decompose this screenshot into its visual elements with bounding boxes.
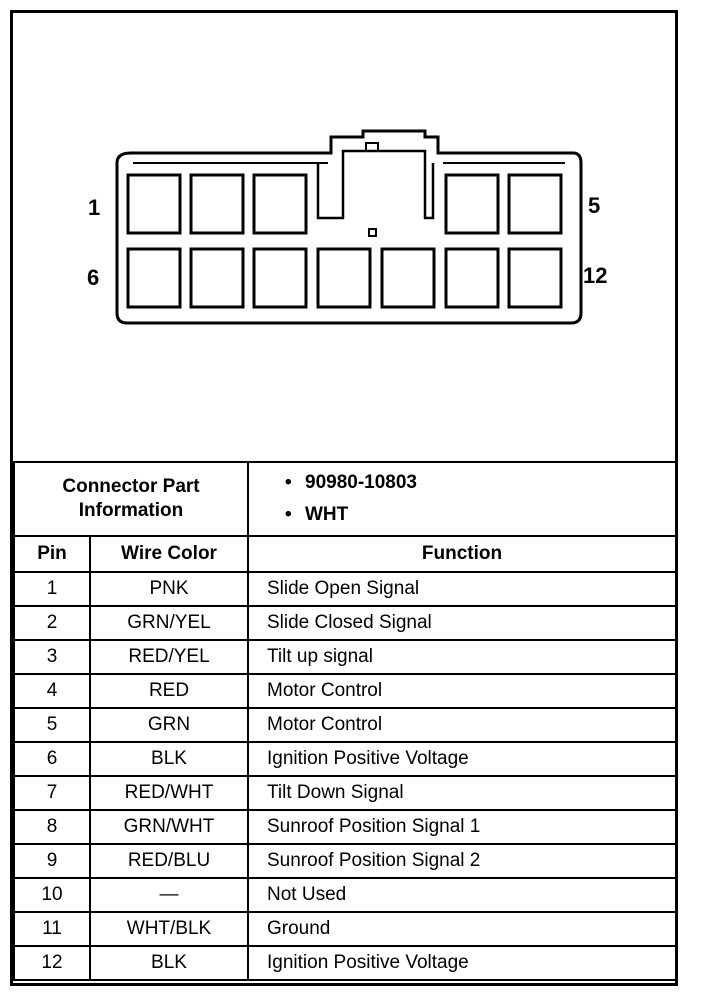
function-cell: Tilt Down Signal [247, 775, 677, 811]
function-cell: Slide Closed Signal [247, 605, 677, 641]
cavity-8 [252, 247, 308, 309]
header-wire-color: Wire Color [89, 535, 249, 573]
wire-color-cell: WHT/BLK [89, 911, 249, 947]
connector-latch [316, 149, 435, 220]
pin-label-1: 1 [88, 195, 101, 220]
wire-color-cell: RED/YEL [89, 639, 249, 675]
part-info-title: Connector Part Information [13, 461, 249, 537]
connector-housing [115, 129, 583, 325]
cavity-4 [444, 173, 500, 235]
pin-cell: 2 [13, 605, 91, 641]
function-cell: Motor Control [247, 673, 677, 709]
pin-cavities [126, 173, 563, 309]
cavity-5 [507, 173, 563, 235]
pin-cell: 10 [13, 877, 91, 913]
function-cell: Tilt up signal [247, 639, 677, 675]
part-info-list: •90980-10803 •WHT [247, 461, 677, 537]
pinout-table: Connector Part Information •90980-10803 … [13, 461, 677, 981]
table-row: 10—Not Used [13, 877, 677, 913]
pin-cell: 6 [13, 741, 91, 777]
wire-color-cell: BLK [89, 741, 249, 777]
cavity-7 [189, 247, 245, 309]
part-number: •90980-10803 [285, 472, 417, 493]
wire-color-cell: RED [89, 673, 249, 709]
pin-label-12: 12 [583, 263, 608, 288]
header-function: Function [247, 535, 677, 573]
function-cell: Ignition Positive Voltage [247, 741, 677, 777]
connector-color: •WHT [285, 504, 349, 525]
pin-label-6: 6 [87, 265, 100, 290]
part-info-row: Connector Part Information •90980-10803 … [13, 461, 677, 537]
wire-color-cell: RED/BLU [89, 843, 249, 879]
cavity-6 [126, 247, 182, 309]
diagram-frame: 1 5 6 12 Connector Part Information •909… [10, 10, 678, 986]
wire-color-cell: GRN [89, 707, 249, 743]
connector-diagram: 1 5 6 12 [13, 13, 675, 461]
pin-cell: 12 [13, 945, 91, 981]
cavity-10 [380, 247, 436, 309]
wire-color-cell: PNK [89, 571, 249, 607]
wire-color-cell: BLK [89, 945, 249, 981]
wire-color-cell: — [89, 877, 249, 913]
pin-cell: 1 [13, 571, 91, 607]
pin-label-5: 5 [588, 193, 601, 218]
function-cell: Slide Open Signal [247, 571, 677, 607]
wire-color-cell: GRN/YEL [89, 605, 249, 641]
pin-cell: 3 [13, 639, 91, 675]
function-cell: Sunroof Position Signal 1 [247, 809, 677, 845]
pin-cell: 7 [13, 775, 91, 811]
cavity-12 [507, 247, 563, 309]
pin-cell: 11 [13, 911, 91, 947]
wire-color-cell: GRN/WHT [89, 809, 249, 845]
cavity-2 [189, 173, 245, 235]
function-cell: Ignition Positive Voltage [247, 945, 677, 981]
function-cell: Motor Control [247, 707, 677, 743]
pin-cell: 5 [13, 707, 91, 743]
pin-cell: 9 [13, 843, 91, 879]
pin-cell: 8 [13, 809, 91, 845]
cavity-3 [252, 173, 308, 235]
function-cell: Sunroof Position Signal 2 [247, 843, 677, 879]
header-pin: Pin [13, 535, 91, 573]
function-cell: Not Used [247, 877, 677, 913]
wire-color-cell: RED/WHT [89, 775, 249, 811]
function-cell: Ground [247, 911, 677, 947]
cavity-1 [126, 173, 182, 235]
cavity-11 [444, 247, 500, 309]
cavity-9 [316, 247, 372, 309]
table-header: Pin Wire Color Function [13, 535, 677, 573]
connector-outline [115, 129, 583, 325]
pin-cell: 4 [13, 673, 91, 709]
